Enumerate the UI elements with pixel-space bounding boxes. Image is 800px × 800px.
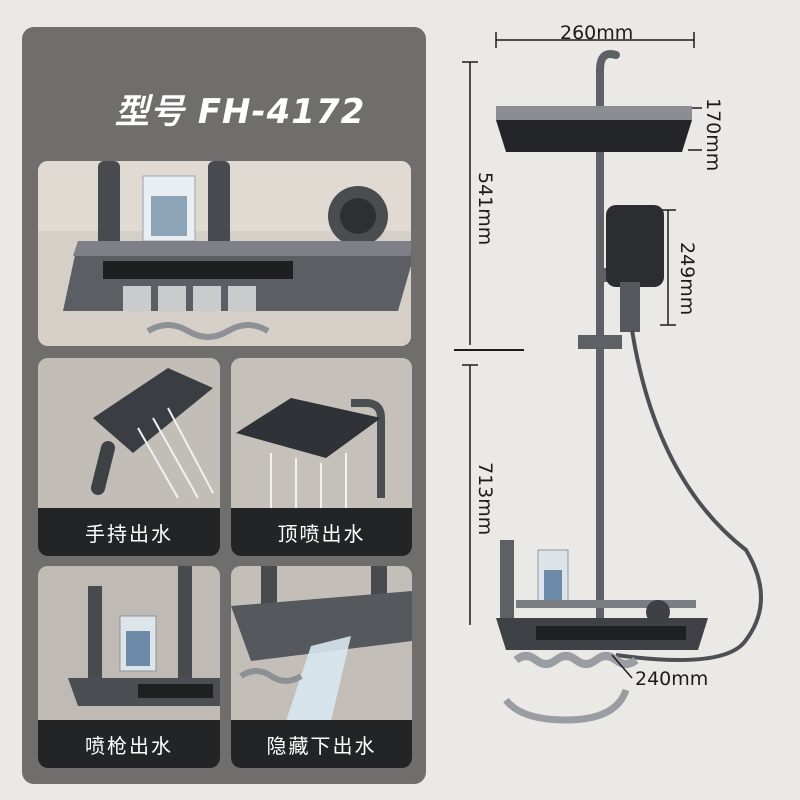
overhead-spray-icon [231, 358, 412, 508]
hero-control-panel-image [38, 161, 411, 346]
shower-system-diagram [454, 32, 763, 724]
dim-top-width: 260mm [560, 22, 634, 44]
model-label: 型号 FH-4172 [115, 92, 366, 132]
tile-caption: 喷枪出水 [38, 720, 220, 768]
tile-caption: 手持出水 [38, 508, 220, 556]
tile-handheld-spray: 手持出水 [38, 358, 220, 556]
hidden-bottom-outlet-icon [231, 566, 412, 721]
tile-caption: 顶喷出水 [231, 508, 412, 556]
tile-caption: 隐藏下出水 [231, 720, 412, 768]
handheld-spray-icon [38, 358, 220, 508]
dim-handheld-span: 249mm [676, 242, 698, 316]
dim-shelf-depth: 240mm [635, 668, 709, 690]
dim-upper-height: 541mm [474, 172, 496, 246]
spray-gun-icon [38, 566, 220, 721]
tile-spray-gun: 喷枪出水 [38, 566, 220, 768]
tile-hidden-bottom-outlet: 隐藏下出水 [231, 566, 412, 768]
dim-lower-height: 713mm [474, 462, 496, 536]
tile-overhead-spray: 顶喷出水 [231, 358, 412, 556]
control-panel-illustration [38, 161, 411, 346]
dim-head-height: 170mm [702, 98, 724, 172]
